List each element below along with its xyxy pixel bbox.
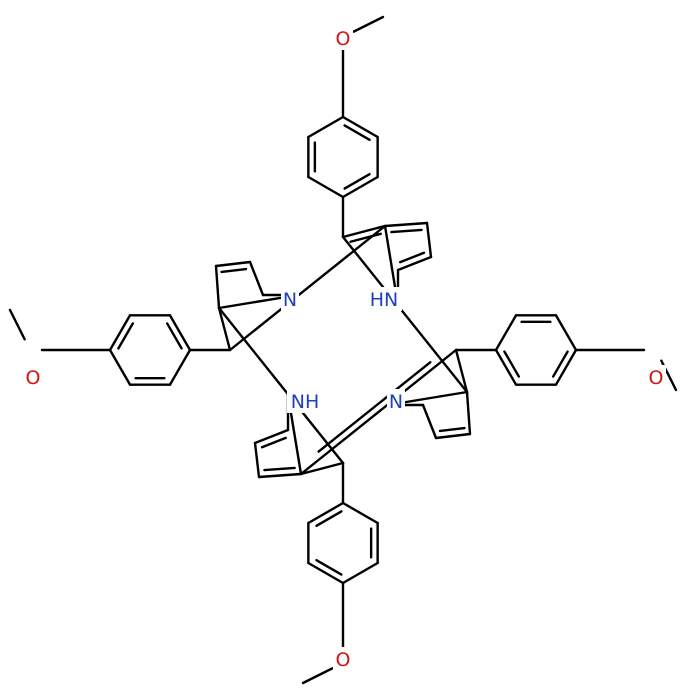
pyrrole-cn-double-bond-inner <box>399 251 426 264</box>
aryl-double-bond <box>307 501 345 525</box>
meso-double-bond <box>341 224 387 239</box>
aryl-bond <box>554 314 578 352</box>
atom-n-top-left-label: N <box>283 289 297 311</box>
aryl-bond <box>341 561 379 585</box>
pyrrole-double-bond <box>434 432 472 440</box>
atom-o-right: O <box>646 365 666 389</box>
aryl-bond <box>168 348 192 386</box>
atom-o-top: O <box>333 26 353 50</box>
o-methyl-bond <box>8 308 26 341</box>
pyrrole-cn-double-bond <box>253 428 290 445</box>
pyrrole-nh-bond <box>248 260 265 297</box>
atom-nh-top-right: HN <box>366 287 402 311</box>
atom-o-bottom: O <box>333 647 353 671</box>
meso-bond <box>228 224 387 352</box>
pyrrole-double-bond-inner <box>438 426 466 433</box>
atom-o-top-label: O <box>336 28 351 50</box>
atom-label-layer: N HN NH N O O <box>23 26 666 671</box>
pyrrole-nh-bond <box>421 403 438 440</box>
bond-layer <box>8 15 678 685</box>
aryl-bond <box>307 175 345 199</box>
aryl-bond <box>494 314 518 352</box>
meso-bond <box>454 348 469 394</box>
aryl-bond <box>341 501 379 525</box>
aryl-bond <box>307 115 345 139</box>
pyrrole-bond <box>425 221 433 259</box>
pyrrole-cn-double-bond <box>396 255 433 272</box>
aryl-double-bond <box>341 115 379 139</box>
meso-double-bond <box>299 348 458 476</box>
meso-bond <box>217 306 232 352</box>
pyrrole-bond <box>465 390 472 436</box>
aryl-double-bond-inner <box>117 322 135 350</box>
atom-o-right-label: O <box>649 367 664 389</box>
aryl-double-bond-inner <box>343 172 371 190</box>
atom-n-top-left: N <box>281 287 299 311</box>
atom-nh-bottom-left: NH <box>287 389 323 413</box>
atom-o-bottom-label: O <box>336 649 351 671</box>
atom-o-left-label: O <box>26 367 41 389</box>
meso-bond <box>341 235 469 394</box>
aryl-double-bond-inner <box>165 322 183 350</box>
pyrrole-beta-double-bond-inner <box>390 228 423 234</box>
aryl-double-bond <box>494 348 518 386</box>
aryl-bond <box>108 348 132 386</box>
meso-bond <box>299 461 345 476</box>
meso-double-bond-inner <box>349 232 382 243</box>
pyrrole-double-bond-inner <box>220 267 248 274</box>
pyrrole-beta-double-bond-inner <box>263 466 296 472</box>
atom-nh-top-right-label: HN <box>370 289 399 311</box>
aryl-double-bond-inner <box>315 510 343 528</box>
aryl-double-bond <box>168 314 192 352</box>
pyrrole-double-bond <box>214 260 252 268</box>
o-methyl-bond <box>352 15 385 33</box>
aryl-double-bond <box>108 314 132 352</box>
meso-double-bond-inner <box>317 361 432 453</box>
aryl-double-bond <box>307 561 345 585</box>
pyrrole-bond <box>253 441 261 479</box>
aryl-double-bond <box>341 175 379 199</box>
aryl-double-bond-inner <box>343 124 371 142</box>
meso-bond <box>217 306 345 465</box>
aryl-double-bond-inner <box>551 350 569 378</box>
aryl-double-bond-inner <box>503 350 521 378</box>
aryl-double-bond-inner <box>315 558 343 576</box>
pyrrole-cn-double-bond-inner <box>260 436 287 449</box>
atom-n-bottom-right-label: N <box>389 391 403 413</box>
pyrrole-beta-double-bond <box>383 221 429 228</box>
atom-nh-bottom-left-label: NH <box>291 391 320 413</box>
aryl-double-bond <box>554 348 578 386</box>
pyrrole-beta-double-bond <box>257 472 303 479</box>
o-methyl-bond <box>301 667 334 685</box>
atom-o-left: O <box>23 365 43 389</box>
pyrrole-bond <box>214 264 221 310</box>
atom-n-bottom-right: N <box>387 389 405 413</box>
